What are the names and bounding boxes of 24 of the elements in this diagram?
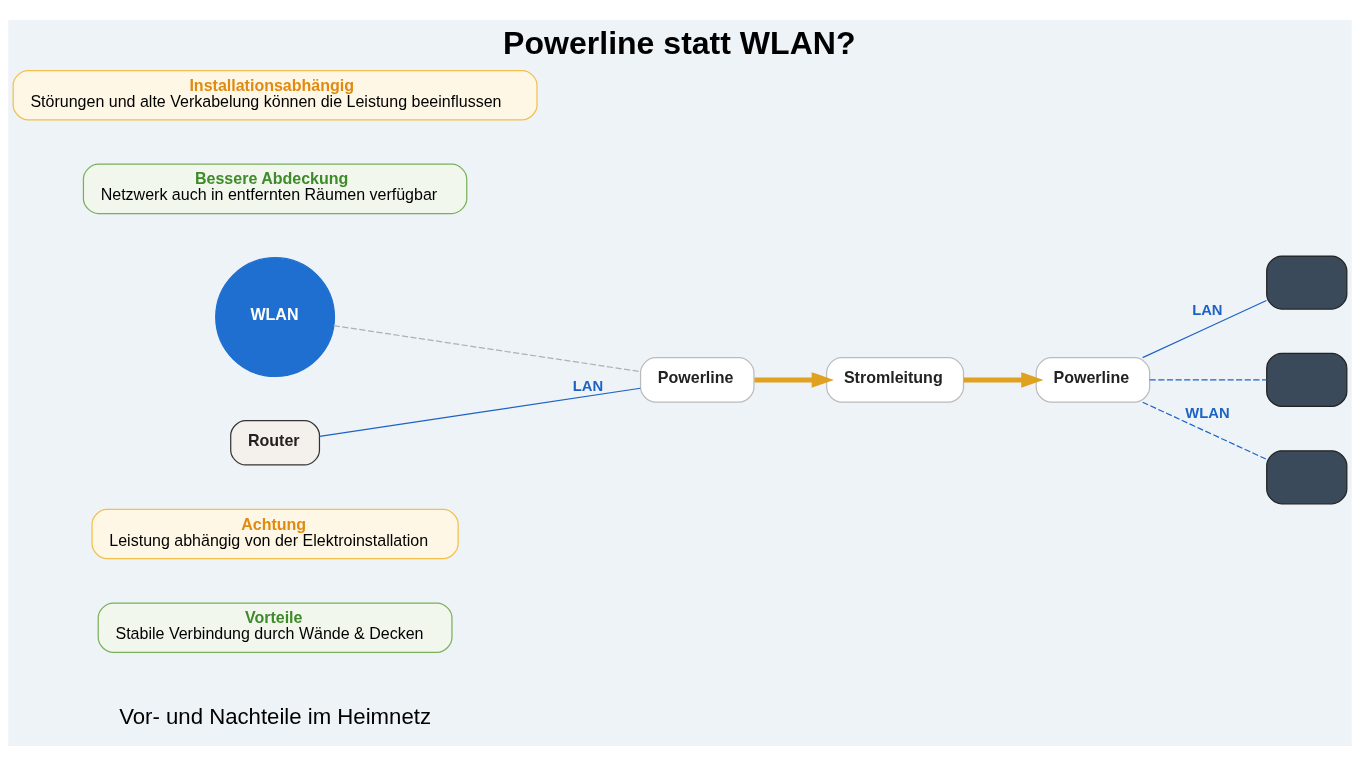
diagram-title: Powerline statt WLAN?: [503, 24, 856, 61]
arrow: [963, 371, 1044, 388]
edge-label: LAN: [1192, 301, 1223, 318]
arrow: [754, 371, 834, 388]
node-box: Stromleitung: [826, 356, 965, 403]
connector: [1149, 378, 1268, 381]
edge-label: WLAN: [1185, 404, 1230, 421]
node-box: Vorteile Stabile Verbindung durch Wände & Decken: [97, 601, 453, 653]
node-box: [1266, 449, 1348, 504]
node-box: [1266, 254, 1348, 310]
node-box: Powerline: [1035, 356, 1151, 403]
node-box: Router: [230, 419, 321, 466]
connector: [333, 324, 641, 372]
node-box: Powerline: [639, 356, 755, 403]
node-box: Bessere Abdeckung Netzwerk auch in entfernten Räumen verfügbar: [82, 163, 468, 214]
connector: [1142, 299, 1268, 358]
connector: [319, 387, 641, 437]
node-box: [1266, 352, 1348, 407]
node-circle: WLAN: [215, 256, 336, 377]
label: Vor- und Nachteile im Heimnetz: [119, 703, 431, 729]
node-box: Installationsabhängig Störungen und alte Verkabelung können die Leistung beeinflussen: [12, 69, 538, 120]
edge-label: LAN: [572, 377, 604, 394]
node-box: Achtung Leistung abhängig von der Elektroinstallation: [91, 508, 459, 559]
connector: [1142, 401, 1268, 460]
